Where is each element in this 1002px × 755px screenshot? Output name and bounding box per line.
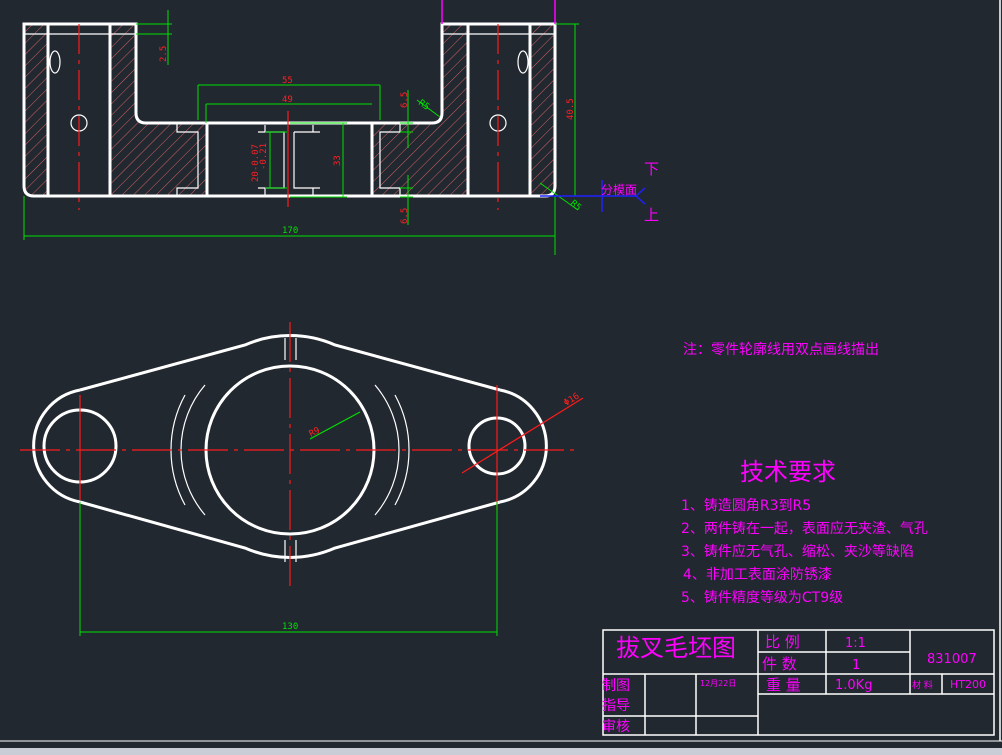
drawing-title: 拔叉毛坯图	[616, 634, 736, 662]
title-block: 拔叉毛坯图 比 例 1:1 件 数 1 831007 重 量 1.0Kg 材 料…	[602, 629, 995, 736]
hatch-left-wall	[24, 24, 48, 196]
requirement-item: 3、铸件应无气孔、缩松、夹沙等缺陷	[681, 543, 914, 560]
weight-label: 重 量	[766, 676, 801, 694]
dim-130: 130	[282, 622, 298, 632]
weight-value: 1.0Kg	[835, 678, 872, 693]
dim-r9: R9	[308, 426, 322, 440]
dim-49: 49	[282, 95, 293, 105]
dim-phi16: Φ16	[562, 391, 581, 408]
dim-tolerance-lower: -0.21	[259, 143, 269, 170]
parting-line	[540, 180, 646, 212]
parting-up-label: 上	[644, 206, 659, 224]
drawing-number: 831007	[927, 652, 977, 667]
dim-40-5: 40.5	[566, 98, 576, 120]
section-outline	[22, 22, 557, 198]
dim-r5-top: R5	[416, 98, 431, 112]
section-view: 2.5 55 49 20-0.07 -0.21 33 6.5 6.5 R5 40…	[22, 0, 659, 255]
quantity-value: 1	[852, 658, 860, 673]
scale-label: 比 例	[765, 633, 800, 651]
hatch-right-body	[372, 24, 468, 197]
requirement-item: 2、两件铸在一起，表面应无夹渣、气孔	[681, 520, 928, 537]
dim-20-tolerance: 20-0.07	[251, 144, 261, 182]
outline-note: 注：零件轮廓线用双点画线描出	[683, 341, 879, 358]
dim-33: 33	[333, 155, 343, 166]
quantity-label: 件 数	[762, 655, 797, 673]
parting-label: 分模面	[601, 183, 637, 197]
hatch-right-wall	[530, 24, 555, 196]
review-label: 审核	[602, 719, 630, 735]
dim-170: 170	[282, 226, 298, 236]
material-label: 材 料	[912, 679, 933, 691]
status-bar	[0, 748, 1002, 755]
date-value: 12月22日	[700, 679, 736, 688]
material-value: HT200	[950, 678, 986, 691]
drawn-by-label: 制图	[602, 678, 630, 694]
dim-2-5: 2.5	[159, 46, 169, 62]
dim-6-5-bottom: 6.5	[400, 208, 410, 224]
dim-55: 55	[282, 76, 293, 86]
parting-down-label: 下	[644, 160, 659, 178]
guide-label: 指导	[602, 698, 630, 714]
requirement-item: 1、铸造圆角R3到R5	[681, 498, 811, 514]
plan-view: Φ16 R9 130	[20, 322, 584, 636]
dim-r5-bottom: R5	[568, 199, 583, 214]
hatch-left-body	[110, 24, 207, 197]
dim-6-5-top: 6.5	[400, 92, 410, 108]
scale-value: 1:1	[845, 636, 866, 651]
requirement-item: 5、铸件精度等级为CT9级	[681, 589, 843, 606]
requirements-title: 技术要求	[740, 458, 836, 486]
requirement-item: 4、非加工表面涂防锈漆	[683, 567, 832, 583]
